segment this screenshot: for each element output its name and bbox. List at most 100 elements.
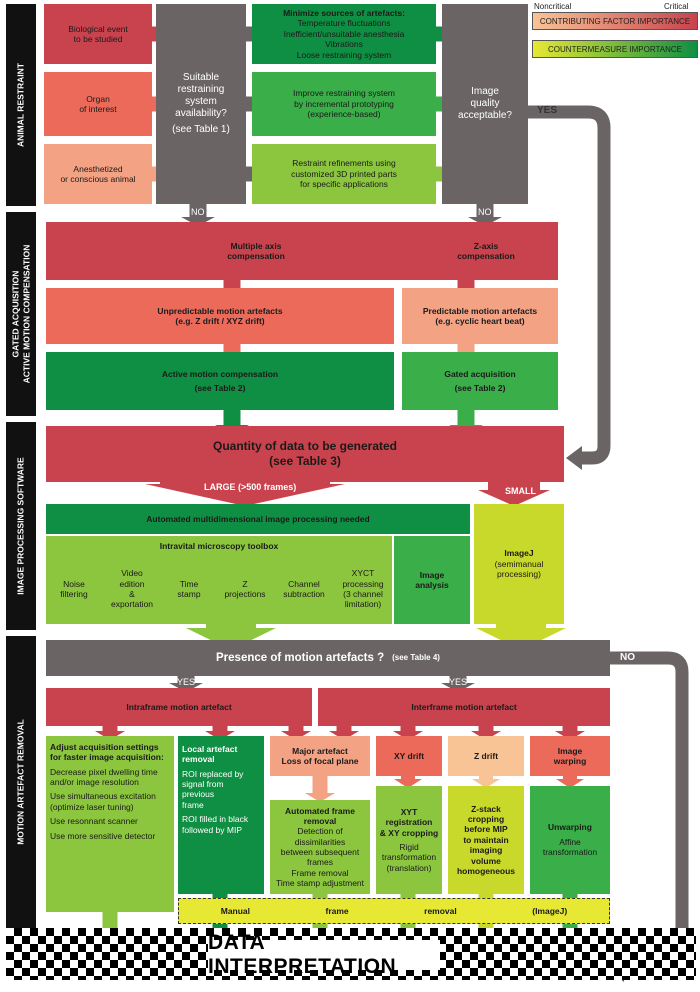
node-line: warping bbox=[553, 756, 587, 766]
arrow-warp-to-unwarp bbox=[556, 774, 584, 788]
legend-contributing: CONTRIBUTING FACTOR IMPORTANCE bbox=[532, 12, 698, 30]
node-line: to maintain bbox=[463, 834, 509, 845]
label-small: SMALL bbox=[505, 486, 536, 496]
arrow-toolbox-to-presence bbox=[186, 624, 276, 650]
node-line: Use simultaneous excitation bbox=[50, 791, 156, 802]
node-line: Organ bbox=[86, 93, 110, 104]
node-line: removal bbox=[182, 754, 215, 765]
node-line: Intravital microscopy toolbox bbox=[159, 540, 279, 551]
node-line: compensation bbox=[457, 251, 515, 261]
node-line: filtering bbox=[60, 589, 88, 599]
node-line: quality bbox=[470, 97, 500, 109]
arrow-major-to-autoframe bbox=[305, 774, 335, 802]
manual-word-3: removal bbox=[424, 905, 457, 916]
arrow-imagej-to-presence bbox=[476, 624, 566, 650]
node-line: Restraint refinements using bbox=[292, 158, 396, 169]
node-manual-frame-removal: Manual frame removal (ImageJ) bbox=[178, 898, 610, 924]
node-line: homogeneous bbox=[456, 865, 516, 876]
node-line: Temperature fluctuations bbox=[297, 18, 391, 29]
node-line: Quantity of data to be generated bbox=[212, 439, 398, 454]
node-line: Improve restraining system bbox=[292, 88, 396, 99]
node-line: Loose restraining system bbox=[296, 49, 392, 60]
node-line: ROI filled in black bbox=[182, 814, 249, 825]
node-line: availability? bbox=[175, 108, 227, 120]
node-line: stamp bbox=[177, 589, 201, 599]
node-line: (3 channel bbox=[343, 589, 383, 599]
node-line: Biological event bbox=[68, 23, 128, 34]
node-z-drift: Z drift bbox=[448, 736, 524, 776]
node-data-interpretation: DATA INTERPRETATION bbox=[208, 931, 440, 978]
label-yes-inter: YES bbox=[449, 677, 468, 687]
node-line: and/or image resolution bbox=[50, 777, 139, 788]
arrow-inter-to-z bbox=[471, 722, 501, 740]
arrow-small bbox=[478, 478, 550, 506]
node-line: Multiple axis bbox=[230, 240, 282, 251]
node-line: followed by MIP bbox=[182, 824, 242, 835]
legend-noncritical: Noncritical bbox=[534, 2, 572, 11]
node-line: removal bbox=[303, 815, 337, 826]
label-yes-quality: YES bbox=[537, 105, 558, 116]
node-line: Affine bbox=[559, 836, 581, 847]
arrow-inter-to-warp bbox=[555, 722, 585, 740]
node-line: Vibrations bbox=[325, 39, 363, 50]
node-line: Inefficient/unsuitable anesthesia bbox=[283, 28, 405, 39]
node-line: system bbox=[185, 95, 217, 107]
node-line: XYT bbox=[400, 806, 418, 817]
node-line: Image bbox=[557, 745, 583, 756]
node-line: Suitable bbox=[182, 71, 220, 83]
node-line: before MIP bbox=[464, 824, 508, 835]
node-line: volume bbox=[471, 855, 501, 866]
node-presence-of-motion: Presence of motion artefacts ? (see Tabl… bbox=[46, 640, 610, 676]
arrow-large bbox=[145, 478, 345, 506]
node-line: Automated multidimensional image process… bbox=[146, 513, 370, 524]
node-line: Z-axis bbox=[473, 240, 499, 251]
connector-yes-loop bbox=[528, 105, 611, 465]
label-no-quality: NO bbox=[478, 207, 492, 217]
node-line: Use more sensitive detector bbox=[50, 830, 156, 841]
node-line: Image bbox=[471, 85, 499, 97]
node-line: (see Table 2) bbox=[194, 383, 246, 393]
node-line: Adjust acquisition settings bbox=[50, 742, 159, 752]
node-automated-processing: Automated multidimensional image process… bbox=[46, 504, 470, 534]
node-line: (experience-based) bbox=[307, 109, 381, 120]
arrow-z-to-zstack bbox=[472, 774, 500, 788]
node-line: Z bbox=[242, 578, 248, 589]
phase-motion-artefact-removal: MOTION ARTEFACT REMOVAL bbox=[6, 636, 36, 928]
node-line: analysis bbox=[415, 580, 449, 590]
arrow-yes-inter bbox=[441, 674, 475, 692]
arrow-yes-intra bbox=[169, 674, 203, 692]
node-quantity-of-data: Quantity of data to be generated(see Tab… bbox=[46, 426, 564, 482]
node-line: (optimize laser tuning) bbox=[50, 801, 134, 812]
manual-word-1: Manual bbox=[220, 905, 251, 916]
node-line: Time stamp adjustment bbox=[275, 878, 365, 889]
node-line: subtraction bbox=[283, 589, 325, 599]
legend-critical: Critical bbox=[664, 2, 689, 11]
node-line: XYCT bbox=[351, 568, 375, 579]
label-yes-intra: YES bbox=[177, 677, 196, 687]
node-line: dissimilarities bbox=[294, 836, 346, 847]
node-line: Frame removal bbox=[291, 867, 349, 878]
legend-countermeasure: COUNTERMEASURE IMPORTANCE bbox=[532, 40, 698, 58]
node-line: frame bbox=[182, 799, 204, 810]
node-line: (see Table 1) bbox=[172, 124, 230, 136]
node-line: cropping bbox=[467, 814, 505, 825]
node-line: XY drift bbox=[393, 750, 425, 761]
node-line: Automated frame bbox=[285, 805, 355, 816]
